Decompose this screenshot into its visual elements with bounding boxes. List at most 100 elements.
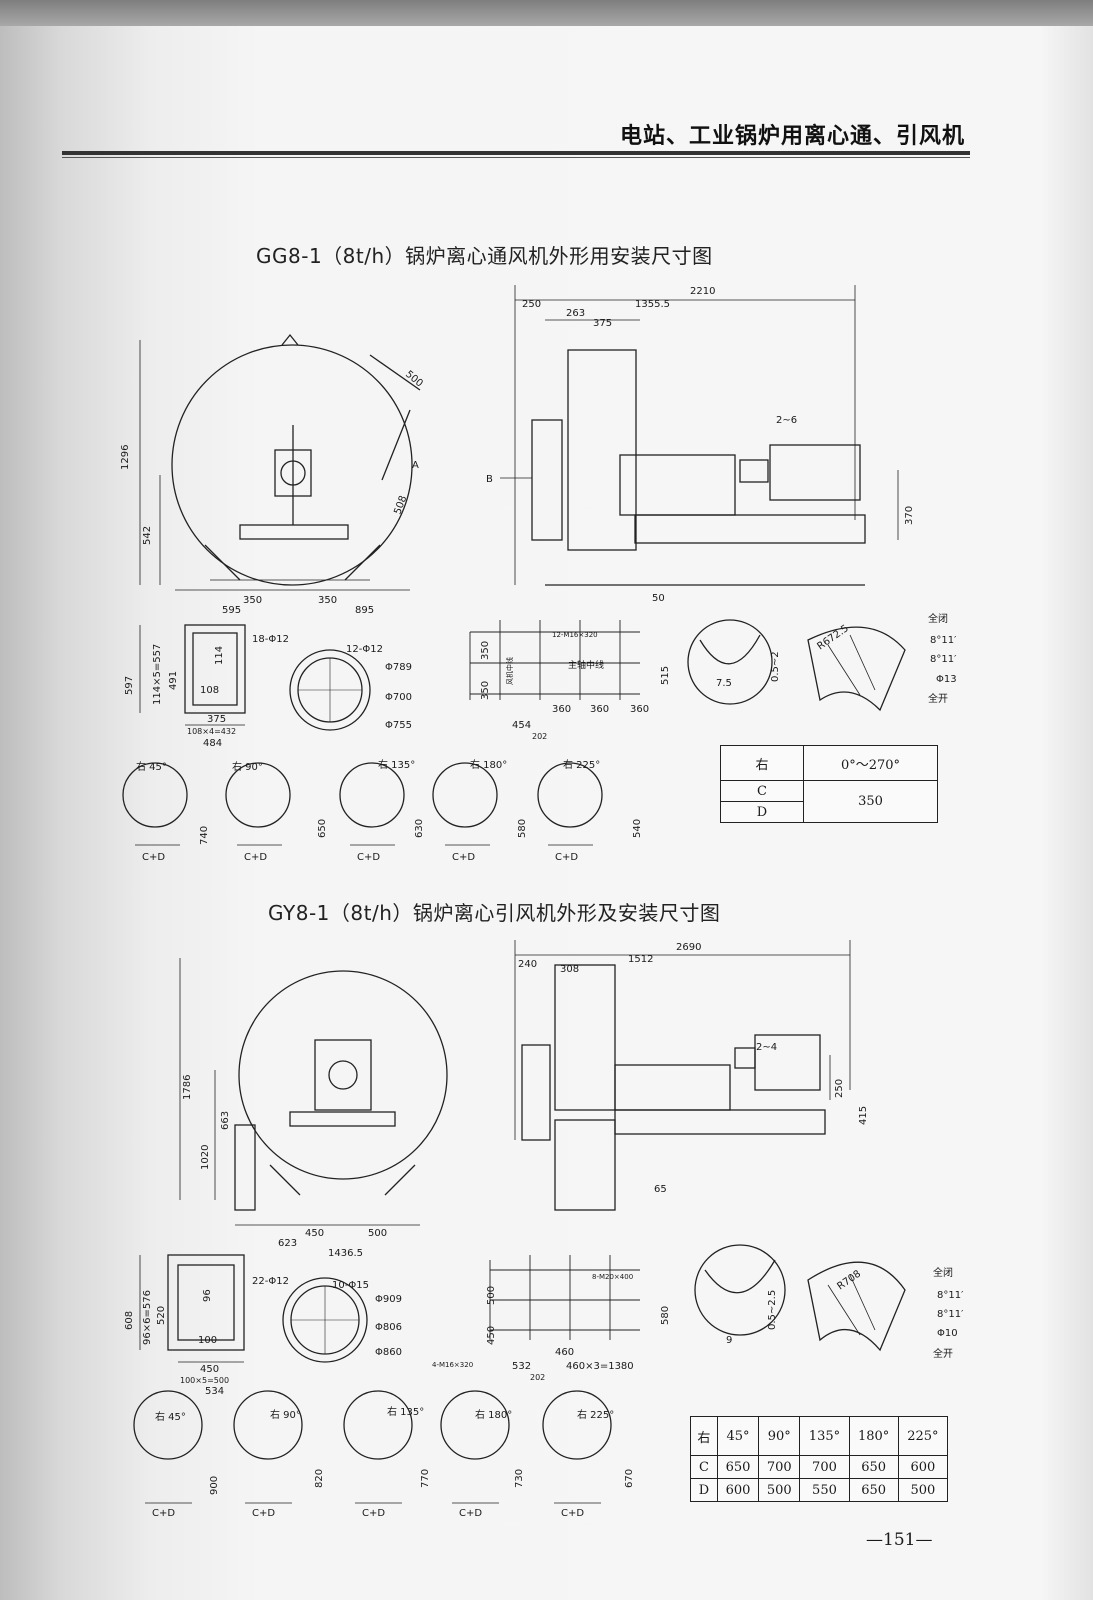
s2-bp-202: 202 — [530, 1373, 545, 1382]
s2-dim-806: Φ806 — [375, 1322, 402, 1333]
s1-dim-700: Φ700 — [385, 692, 412, 703]
s1-cd-3: C+D — [452, 852, 475, 863]
s1-fan-axis: 风机中线 — [505, 657, 514, 685]
s1-round-holes: 12-Φ12 — [346, 644, 383, 655]
s1-damper — [807, 626, 906, 712]
s2-dim-100: 100 — [198, 1335, 217, 1346]
s1-table-h1: 右 — [720, 745, 804, 781]
s1-dim-375b: 375 — [207, 714, 226, 725]
s2-dim-450b: 450 — [200, 1364, 219, 1375]
s2-bolt-plan — [489, 1255, 640, 1340]
s2-td-1: 600 — [716, 1478, 760, 1502]
s2-orient-dim-4: 670 — [624, 1469, 635, 1488]
s1-dim-557: 114×5=557 — [152, 644, 163, 705]
s1-table-h2: 0°～270° — [803, 745, 938, 781]
s1-rect-flange — [139, 624, 246, 726]
s1-orient-label-4: 右 225° — [563, 758, 600, 771]
s2-bp-580: 580 — [660, 1306, 671, 1325]
s2-orient-label-2: 右 135° — [387, 1405, 424, 1418]
s2-clearance-detail — [694, 1244, 786, 1336]
s1-bolts: 12-M16×320 — [552, 631, 598, 639]
s2-tc-5: 600 — [897, 1455, 949, 1479]
s1-main-axis: 主轴中线 — [568, 659, 604, 671]
section2-title: GY8-1（8t/h）锅炉离心引风机外形及安装尺寸图 — [268, 901, 721, 925]
s2-clear-9: 9 — [726, 1335, 732, 1346]
s1-dim-491: 491 — [168, 671, 179, 690]
s1-section-B: B — [486, 474, 493, 485]
s1-clear-75: 7.5 — [716, 678, 732, 689]
s1-section-A: A — [412, 460, 419, 471]
s1-dim-263: 263 — [566, 308, 585, 319]
s2-tc-3: 700 — [799, 1455, 850, 1479]
s2-orient-dim-2: 770 — [420, 1469, 431, 1488]
s2-dim-860: Φ860 — [375, 1347, 402, 1358]
s2-th-2: 90° — [758, 1416, 801, 1456]
s2-clear-05: 0.5~2.5 — [767, 1290, 778, 1330]
s1-damper-a2: 8°11′ — [930, 654, 957, 665]
s2-dim-909: Φ909 — [375, 1294, 402, 1305]
s2-orient-label-1: 右 90° — [270, 1408, 301, 1421]
s1-orient-table: 右 0°～270° C 350 D — [720, 745, 938, 823]
s2-orient-label-3: 右 180° — [475, 1408, 512, 1421]
s2-cd-0: C+D — [152, 1508, 175, 1519]
s1-dim-350a: 350 — [243, 595, 262, 606]
s1-bp-454: 454 — [512, 720, 531, 731]
s2-bolts-1: 8-M20×400 — [592, 1273, 633, 1281]
s2-damper-hole: Φ10 — [937, 1328, 958, 1339]
s1-bp-350a: 350 — [480, 641, 491, 660]
s1-front-view — [139, 333, 421, 591]
s1-dim-250: 250 — [522, 299, 541, 310]
s1-cd-4: C+D — [555, 852, 578, 863]
s2-cd-1: C+D — [252, 1508, 275, 1519]
s1-orient-dim-1: 650 — [317, 819, 328, 838]
page-header: 电站、工业锅炉用离心通、引风机 — [619, 123, 965, 149]
scan-edge — [0, 0, 1093, 26]
s2-bp-450: 450 — [486, 1326, 497, 1345]
s1-orient-dim-4: 540 — [632, 819, 643, 838]
s1-dim-789: Φ789 — [385, 662, 412, 673]
s2-dim-1436: 1436.5 — [328, 1248, 363, 1259]
s1-dim-542: 542 — [142, 526, 153, 545]
s2-cd-4: C+D — [561, 1508, 584, 1519]
s2-dim-576: 96×6=576 — [142, 1290, 153, 1345]
s1-dim-108: 108 — [200, 685, 219, 696]
s2-dim-240: 240 — [518, 959, 537, 970]
s2-th-4: 180° — [848, 1416, 899, 1456]
s2-dim-500b: 100×5=500 — [180, 1376, 229, 1385]
s2-dim-65: 65 — [654, 1184, 667, 1195]
s2-bp-460: 460 — [555, 1347, 574, 1358]
s2-th-1: 45° — [716, 1416, 760, 1456]
s1-round-flange — [289, 649, 371, 731]
s2-damper-closed: 全闭 — [933, 1266, 953, 1279]
s1-dim-1296: 1296 — [120, 445, 131, 470]
s2-bolts-2: 4-M16×320 — [432, 1361, 473, 1369]
s2-orient-sketches — [133, 1390, 612, 1504]
s2-tc-0: C — [690, 1455, 718, 1479]
s2-tc-4: 650 — [848, 1455, 899, 1479]
s1-bp-360b: 360 — [590, 704, 609, 715]
s1-flange-holes: 18-Φ12 — [252, 634, 289, 645]
s1-side-view — [500, 285, 899, 586]
s2-bp-1380: 460×3=1380 — [566, 1361, 634, 1372]
s2-dim-1786: 1786 — [182, 1075, 193, 1100]
s2-dim-1020: 1020 — [200, 1145, 211, 1170]
s1-clearance-detail — [687, 619, 773, 705]
s2-orient-dim-1: 820 — [314, 1469, 325, 1488]
s2-dim-534: 534 — [205, 1386, 224, 1397]
s2-dim-308: 308 — [560, 964, 579, 975]
s2-dim-2-4: 2~4 — [756, 1042, 777, 1053]
s1-dim-595: 595 — [222, 605, 241, 616]
s2-damper-radius: R708 — [835, 1269, 863, 1293]
s2-orient-table: 右 45° 90° 135° 180° 225° C 650 700 700 6… — [690, 1416, 949, 1502]
s1-dim-484: 484 — [203, 738, 222, 749]
s1-bp-202: 202 — [532, 732, 547, 741]
s2-dim-96: 96 — [202, 1289, 213, 1302]
s2-damper — [807, 1261, 906, 1352]
s1-dim-2210: 2210 — [690, 286, 715, 297]
s1-cd-0: C+D — [142, 852, 165, 863]
s1-table-d: D — [720, 801, 804, 823]
s2-th-3: 135° — [799, 1416, 850, 1456]
s2-td-4: 650 — [848, 1478, 899, 1502]
